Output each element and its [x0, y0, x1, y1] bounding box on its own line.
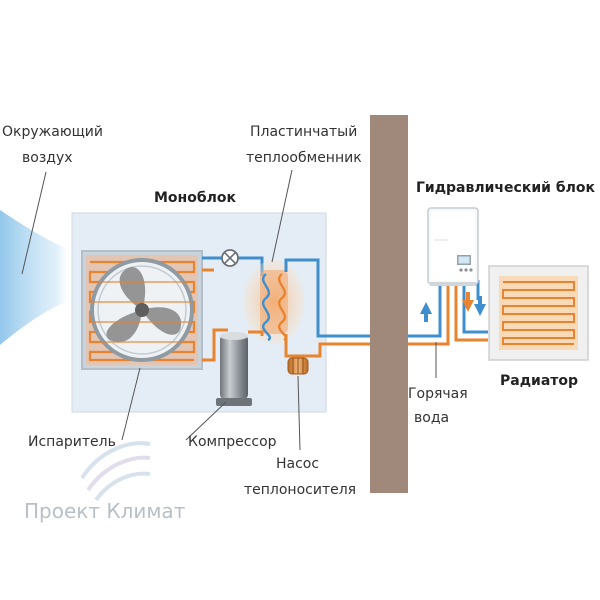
- flow-arrows: [420, 292, 486, 322]
- boiler-unit-icon: [427, 207, 479, 286]
- label-plate-exchanger-line2: теплообменник: [246, 150, 362, 166]
- leader-lines: [21, 169, 437, 451]
- watermark-logo-icon: [80, 441, 151, 502]
- label-ambient-air-line2: воздух: [22, 150, 73, 166]
- label-coolant-pump-line2: теплоносителя: [244, 482, 356, 498]
- label-compressor: Компрессор: [188, 434, 277, 450]
- pump-icon: [287, 357, 309, 375]
- label-ambient-air-line1: Окружающий: [2, 124, 103, 140]
- label-hot-water-line2: вода: [414, 410, 449, 426]
- label-plate-exchanger-line1: Пластинчатый: [250, 124, 357, 140]
- expansion-valve-icon: [221, 249, 239, 267]
- evaporator-grille: [92, 281, 192, 343]
- air-flow-shape: [0, 210, 72, 345]
- watermark-text: Проект Климат: [24, 499, 186, 523]
- label-radiator: Радиатор: [500, 373, 578, 389]
- label-monoblock: Моноблок: [154, 190, 236, 206]
- wall: [370, 115, 408, 493]
- compressor-icon: [216, 332, 252, 406]
- water-loop-monoblock: [284, 258, 370, 358]
- label-hot-water-line1: Горячая: [408, 386, 468, 402]
- fan-icon: [90, 258, 194, 362]
- label-evaporator: Испаритель: [28, 434, 116, 450]
- label-coolant-pump-line1: Насос: [276, 456, 319, 472]
- label-hydraulic-unit: Гидравлический блок: [416, 180, 595, 196]
- refrigerant-hot-lines: [202, 268, 264, 362]
- radiator: [488, 265, 589, 361]
- plate-exchanger: [244, 260, 304, 344]
- water-loop-indoor: [408, 280, 488, 346]
